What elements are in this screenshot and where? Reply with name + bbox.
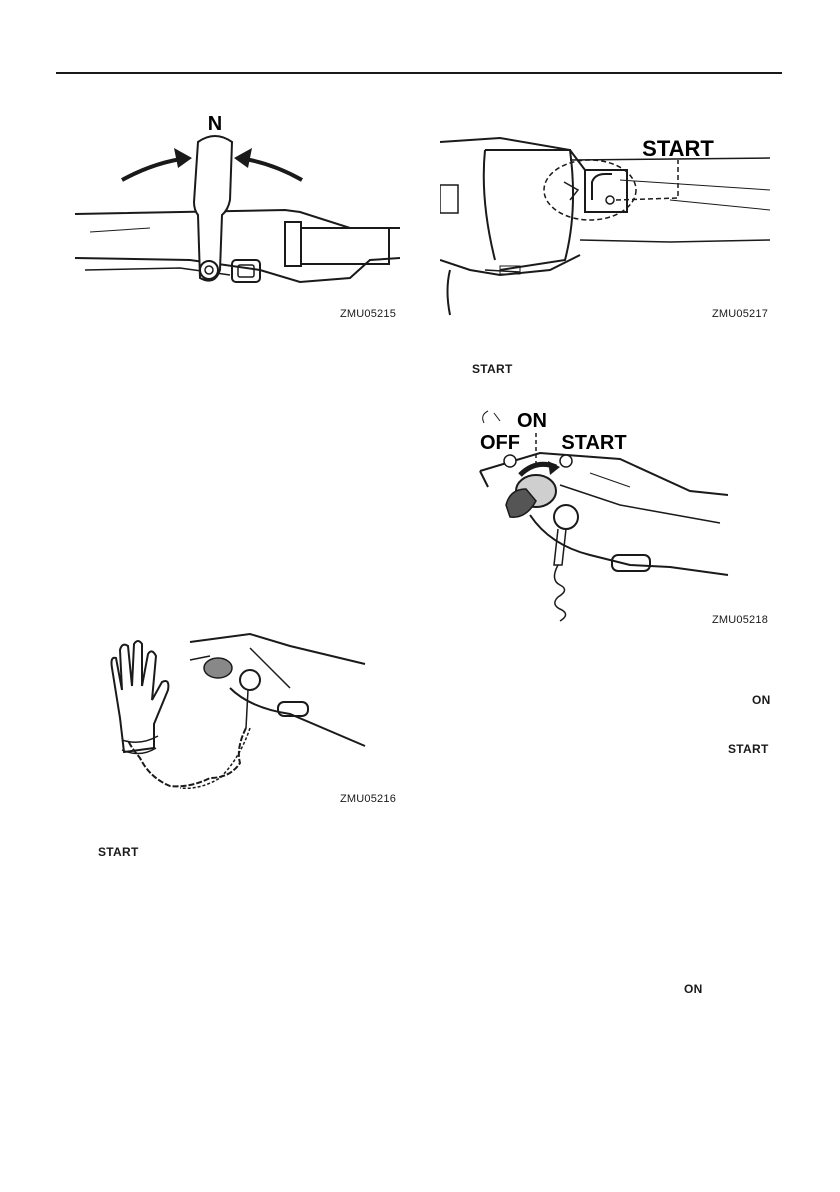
lanyard-illustration xyxy=(100,628,370,803)
figure-start-switch-location: START xyxy=(440,130,780,320)
label-on: ON xyxy=(517,410,547,432)
label-off: OFF xyxy=(480,432,520,454)
key-switch-illustration: ON OFF START xyxy=(470,405,730,630)
inline-label-start: START xyxy=(98,845,139,859)
figure-lanyard-wrist xyxy=(100,628,370,803)
figure-code: ZMU05218 xyxy=(712,614,768,626)
header-rule xyxy=(56,72,782,74)
shift-lever-illustration: N xyxy=(70,110,400,300)
figure-shift-neutral: N xyxy=(70,110,400,300)
start-switch-illustration: START xyxy=(440,130,780,320)
label-start: START xyxy=(561,432,626,454)
inline-label-start: START xyxy=(472,362,513,376)
label-start: START xyxy=(642,136,714,161)
figure-code: ZMU05217 xyxy=(712,308,768,320)
figure-code: ZMU05216 xyxy=(340,793,396,805)
inline-label-on: ON xyxy=(684,982,703,996)
inline-label-on: ON xyxy=(752,693,771,707)
label-neutral: N xyxy=(208,113,222,135)
figure-key-positions: ON OFF START xyxy=(470,405,730,630)
inline-label-start: START xyxy=(728,742,769,756)
figure-code: ZMU05215 xyxy=(340,308,396,320)
